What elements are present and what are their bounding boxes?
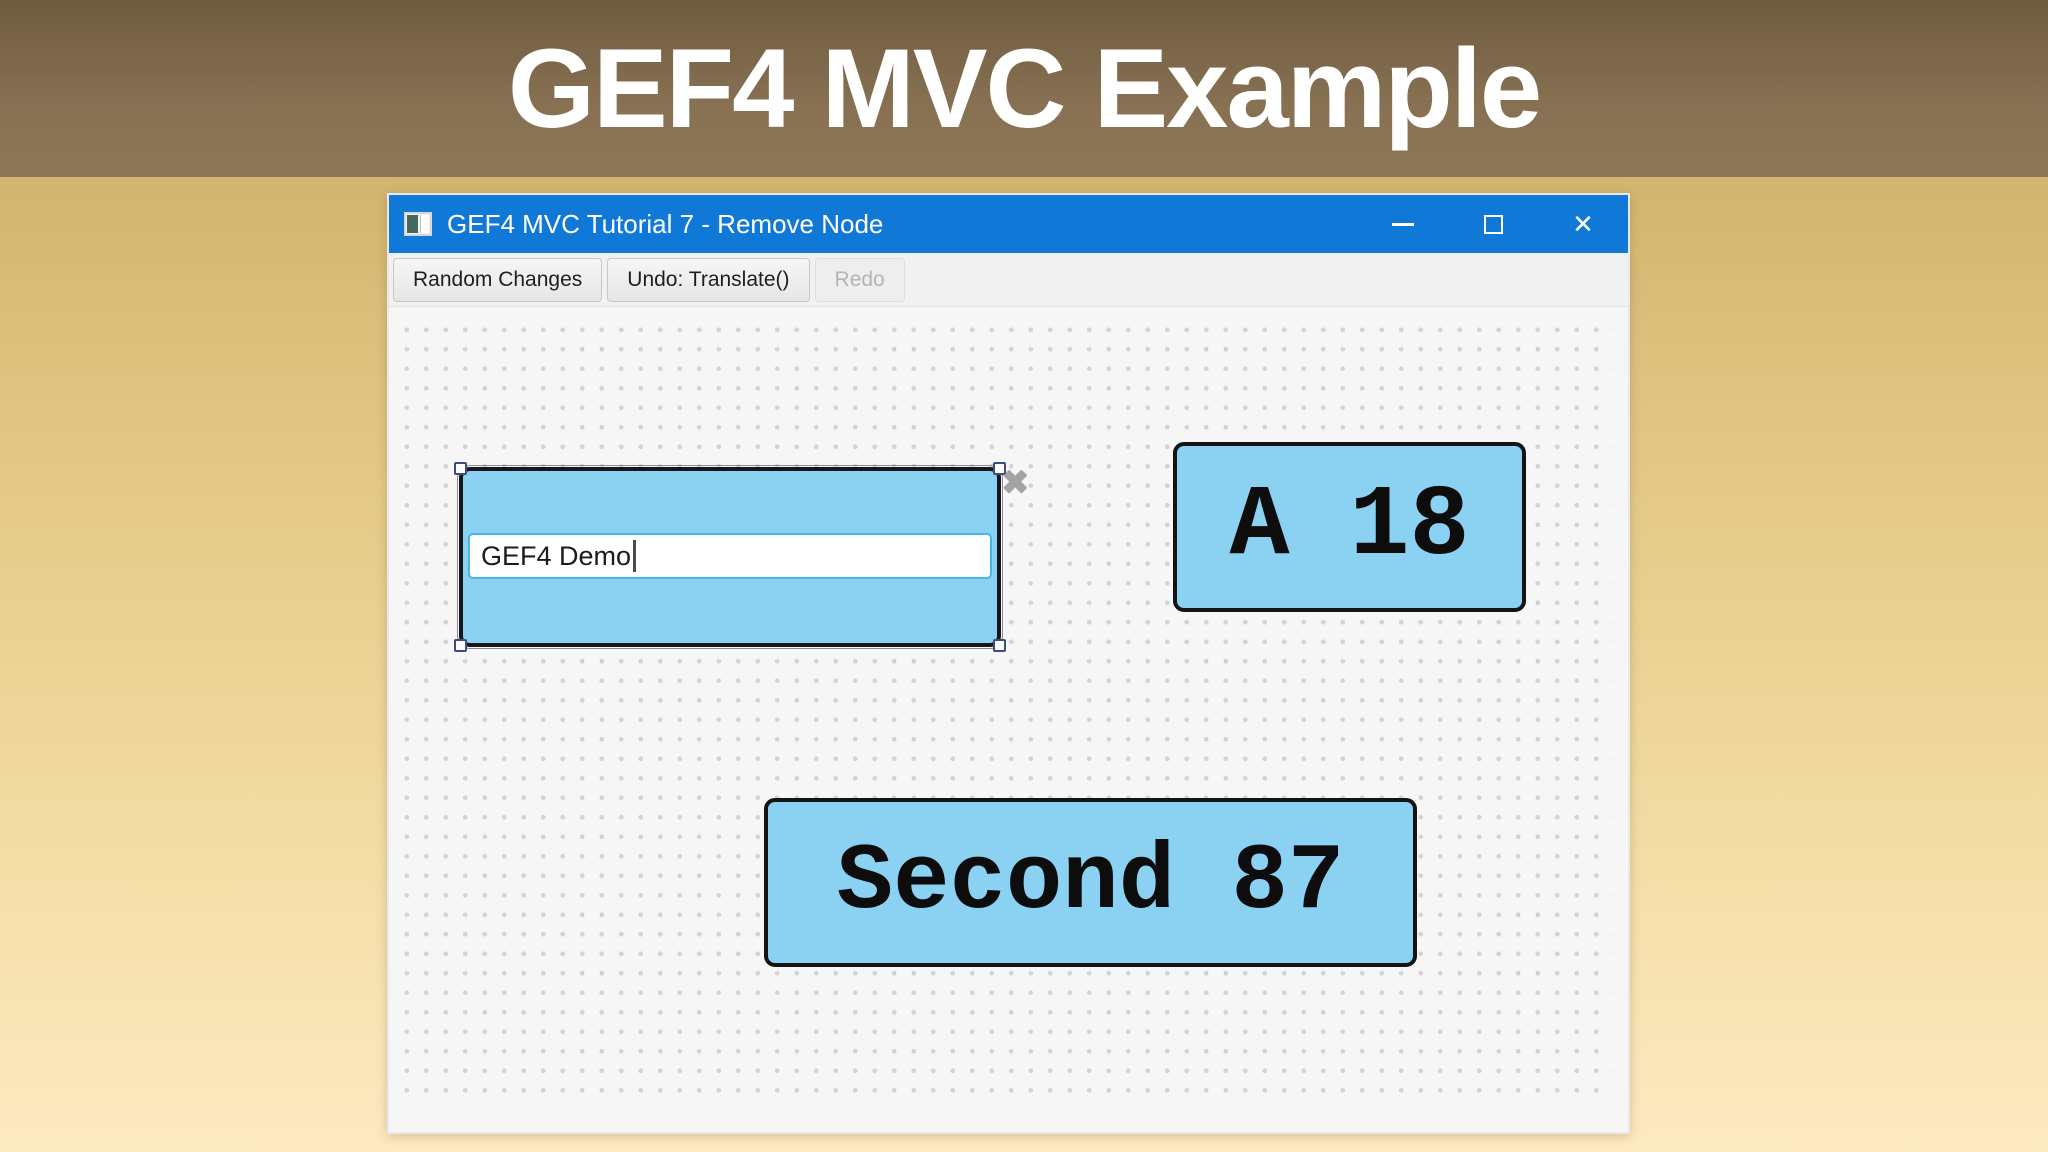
- close-icon: ✕: [1572, 209, 1594, 239]
- undo-button[interactable]: Undo: Translate(): [607, 257, 810, 302]
- window-titlebar[interactable]: GEF4 MVC Tutorial 7 - Remove Node ✕: [389, 195, 1628, 253]
- app-icon-left-pane: [407, 215, 418, 233]
- resize-handle-top-right[interactable]: [993, 462, 1006, 475]
- node-text-value: GEF4 Demo: [481, 540, 632, 571]
- node-second87[interactable]: Second 87: [764, 798, 1417, 967]
- page-banner: GEF4 MVC Example: [0, 0, 2048, 177]
- close-button[interactable]: ✕: [1538, 195, 1628, 253]
- window-controls: ✕: [1358, 195, 1628, 253]
- node-text-input[interactable]: GEF4 Demo: [468, 533, 992, 579]
- page-title: GEF4 MVC Example: [507, 25, 1542, 151]
- text-caret: [633, 540, 636, 572]
- resize-handle-top-left[interactable]: [454, 462, 467, 475]
- node-editing[interactable]: GEF4 Demo: [454, 462, 1006, 652]
- minimize-icon: [1392, 222, 1414, 226]
- node-second87-label: Second 87: [836, 829, 1345, 936]
- maximize-button[interactable]: [1448, 195, 1538, 253]
- dot-grid-background: [397, 320, 1614, 1094]
- delete-node-icon[interactable]: ✖: [1001, 464, 1030, 502]
- diagram-canvas[interactable]: GEF4 Demo ✖ A 18 Second 87: [389, 308, 1628, 1132]
- app-icon-right-pane: [420, 215, 429, 233]
- minimize-button[interactable]: [1358, 195, 1448, 253]
- node-a18[interactable]: A 18: [1173, 442, 1526, 612]
- toolbar: Random Changes Undo: Translate() Redo: [389, 253, 1628, 307]
- app-window: GEF4 MVC Tutorial 7 - Remove Node ✕ Rand…: [387, 193, 1630, 1134]
- resize-handle-bottom-left[interactable]: [454, 639, 467, 652]
- random-changes-button[interactable]: Random Changes: [393, 257, 603, 302]
- redo-button: Redo: [814, 257, 905, 302]
- node-a18-label: A 18: [1229, 470, 1470, 584]
- resize-handle-bottom-right[interactable]: [993, 639, 1006, 652]
- window-title: GEF4 MVC Tutorial 7 - Remove Node: [447, 208, 884, 239]
- app-icon: [404, 212, 432, 236]
- maximize-icon: [1483, 214, 1503, 234]
